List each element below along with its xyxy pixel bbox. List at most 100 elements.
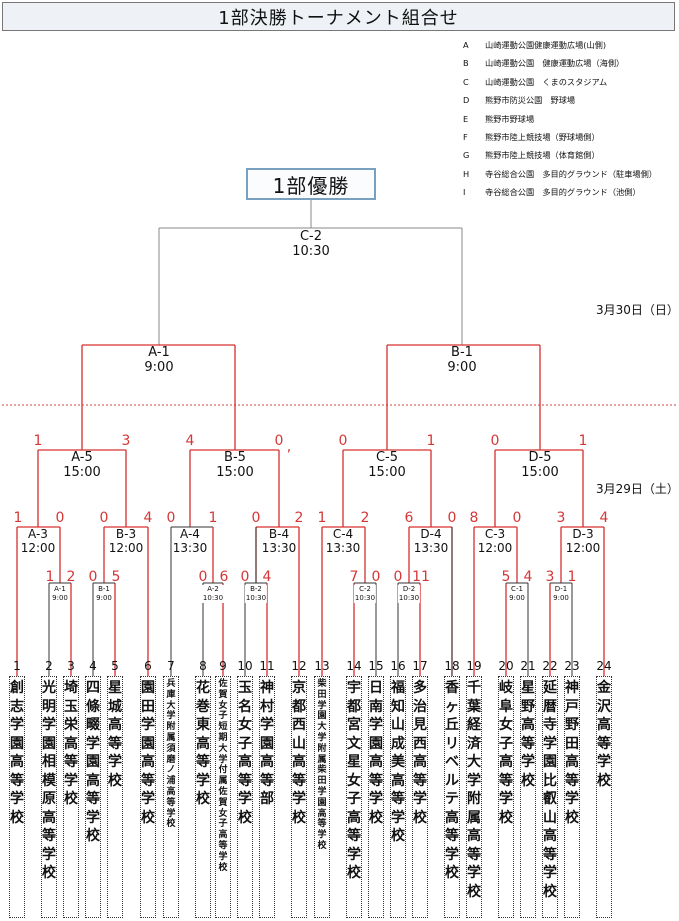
score-r2D4-1: 0 <box>447 510 457 526</box>
score-r1A2-0: 0 <box>198 569 208 585</box>
match-court: B-2 <box>250 585 262 593</box>
team-number: 21 <box>520 659 536 673</box>
score-r2C3-1: 0 <box>512 510 522 526</box>
team-name-box: 京都西山高等学校 <box>291 676 307 918</box>
match-court: D-3 <box>572 527 594 541</box>
team-name-box: 福知山成美高等学校 <box>390 676 406 918</box>
team-name-box: 神村学園高等部 <box>259 676 275 918</box>
match-time: 15:00 <box>521 464 559 480</box>
match-court: D-5 <box>528 450 552 465</box>
score-r1C1-0: 5 <box>501 569 511 585</box>
score-r1A1-1: 2 <box>66 569 76 585</box>
match-time: 9:00 <box>447 359 477 375</box>
team-name: 玉名女子高等学校 <box>238 680 252 826</box>
venue-code: H <box>463 168 470 179</box>
team-name-box: 千葉経済大学附属高等学校 <box>466 676 482 918</box>
team-number: 19 <box>466 659 482 673</box>
page-title: 1部決勝トーナメント組合せ <box>2 2 675 31</box>
match-time: 13:30 <box>261 540 297 555</box>
score-r1A1-0: 1 <box>45 569 55 585</box>
venue-code: D <box>463 95 470 106</box>
score-r1A2-1: 6 <box>219 569 229 585</box>
team-name: 日南学園高等学校 <box>369 680 383 826</box>
score-r2B3-1: 4 <box>143 510 153 526</box>
team-name-box: 兵庫大学附属須磨ノ浦高等学校 <box>163 676 179 918</box>
team-name: 宇都宮文星女子高等学校 <box>347 680 361 881</box>
team-number: 1 <box>13 659 21 673</box>
team-name-box: 佐賀女子短期大学付属佐賀女子高等学校 <box>215 676 231 918</box>
team-number: 22 <box>542 659 558 673</box>
score-qfD5-1: 1 <box>578 433 588 449</box>
match-court: A-2 <box>207 585 219 593</box>
venue-code: A <box>463 40 469 50</box>
venue-code: G <box>463 150 470 161</box>
match-time: 12:00 <box>477 540 513 555</box>
team-number: 15 <box>368 659 384 673</box>
venue-code: E <box>463 113 469 124</box>
score-r2C3-0: 8 <box>469 510 479 526</box>
score-qfB5-0: 4 <box>185 433 195 449</box>
match-court: D-1 <box>554 585 568 593</box>
venue-name: 山崎運動公園健康運動広場(山側) <box>485 40 607 50</box>
team-name: 多治見西高等学校 <box>413 680 427 826</box>
match-time: 9:00 <box>52 594 68 603</box>
venue-name: 寺谷総合公園 多目的グラウンド（池側） <box>485 187 641 198</box>
venue-name: 熊野市陸上競技場（体育館側） <box>485 150 600 161</box>
team-number: 5 <box>111 659 119 673</box>
score-r1B1-1: 5 <box>111 569 121 585</box>
team-name-box: 四條畷学園高等学校 <box>85 676 101 918</box>
match-court: C-2 <box>359 585 371 593</box>
match-time: 13:30 <box>325 540 361 555</box>
score-r2B3-0: 0 <box>99 510 109 526</box>
score-r2C4-1: 2 <box>360 510 370 526</box>
score-r1D1-1: 1 <box>567 569 577 585</box>
team-number: 3 <box>67 659 75 673</box>
match-court: B-5 <box>224 450 246 465</box>
venue-row: H 寺谷総合公園 多目的グラウンド（駐車場側） <box>463 165 675 183</box>
team-name: 園田学園高等学校 <box>141 680 155 826</box>
team-name: 金沢高等学校 <box>597 680 611 789</box>
venue-row: G 熊野市陸上競技場（体育館側） <box>463 146 675 164</box>
date-label-day2: 3月30日（日） <box>596 303 679 317</box>
team-name-box: 宇都宮文星女子高等学校 <box>346 676 362 918</box>
team-name: 延暦寺学園比叡山高等学校 <box>543 680 557 900</box>
team-number: 17 <box>412 659 428 673</box>
venue-name: 熊野市野球場 <box>485 113 535 124</box>
match-court: D-2 <box>402 585 416 593</box>
match-time: 12:00 <box>565 540 601 555</box>
match-time: 15:00 <box>368 464 406 480</box>
score-r1B2-0: 0 <box>240 569 250 585</box>
team-name-box: 多治見西高等学校 <box>412 676 428 918</box>
team-name: 埼玉栄高等学校 <box>64 680 78 807</box>
team-name: 創志学園高等学校 <box>10 680 24 826</box>
team-name-box: 園田学園高等学校 <box>140 676 156 918</box>
team-name-box: 埼玉栄高等学校 <box>63 676 79 918</box>
venue-name: 寺谷総合公園 多目的グラウンド（駐車場側） <box>485 168 657 179</box>
score-r2A3-1: 0 <box>55 510 65 526</box>
score-r2C4-0: 1 <box>317 510 327 526</box>
match-time: 13:30 <box>413 540 449 555</box>
score-qfC5-1: 1 <box>426 433 436 449</box>
team-name: 星野高等学校 <box>521 680 535 789</box>
score-r2A3-0: 1 <box>13 510 23 526</box>
match-time: 13:30 <box>172 540 208 555</box>
score-qfD5-0: 0 <box>490 433 500 449</box>
team-name-box: 星城高等学校 <box>107 676 123 918</box>
venue-row: E 熊野市野球場 <box>463 110 675 128</box>
team-number: 10 <box>237 659 253 673</box>
